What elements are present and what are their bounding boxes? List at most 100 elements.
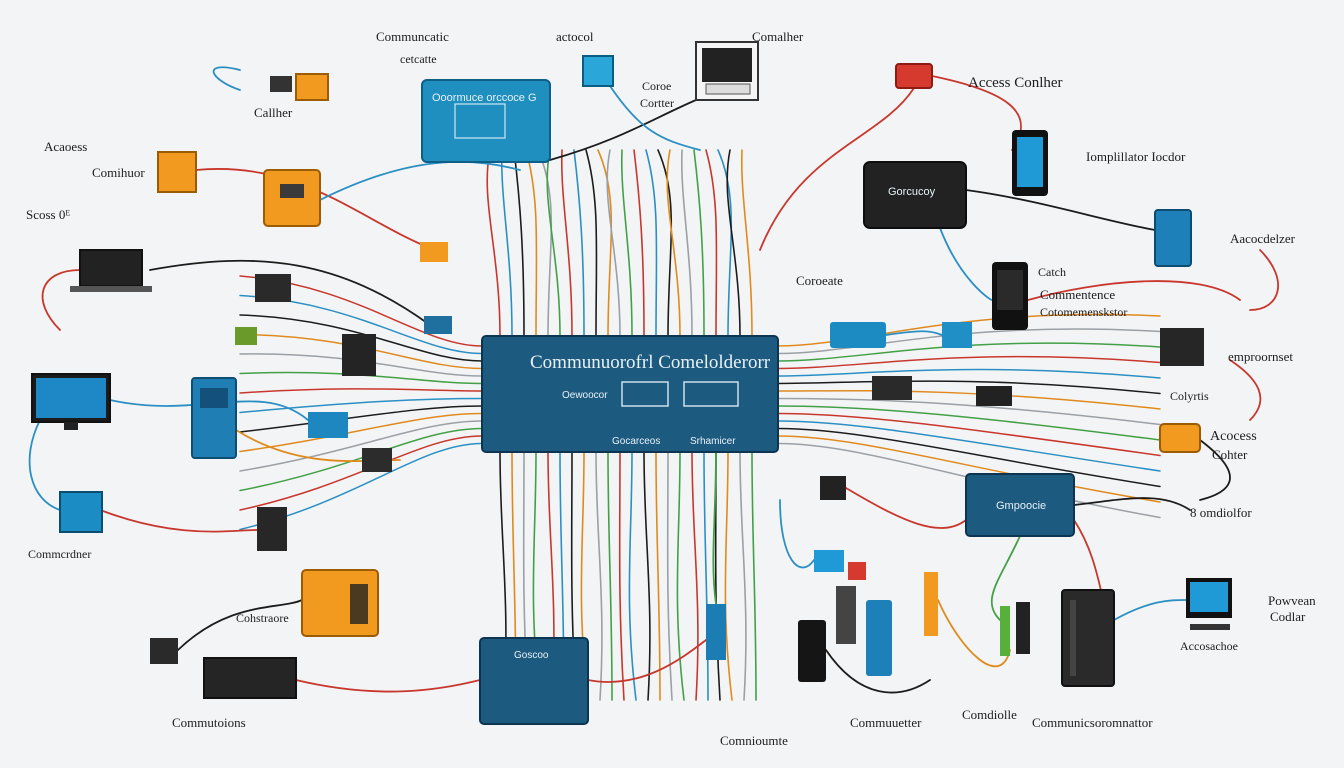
wire-sweep xyxy=(965,189,1156,231)
wire-sweep xyxy=(549,99,697,161)
small-dark-device xyxy=(270,76,292,92)
wire-left xyxy=(239,314,483,362)
wire-sweep xyxy=(1073,497,1191,511)
dark-mid-right-3 xyxy=(820,476,846,500)
wire-up xyxy=(620,149,633,337)
label-cortter: Cortter xyxy=(640,96,674,110)
wire-down xyxy=(628,451,637,701)
wire-sweep xyxy=(177,599,303,651)
green-small-1 xyxy=(235,327,257,345)
central-hub-sub-label: Oewoocor xyxy=(562,390,608,401)
label-commuueter: Commuuetter xyxy=(850,715,922,730)
right-blue-device xyxy=(1154,209,1192,267)
wire-up xyxy=(560,149,573,337)
wire-sweep xyxy=(1027,280,1241,301)
wire-sweep xyxy=(295,679,481,693)
bottom-left-dark xyxy=(150,638,178,664)
wire-up xyxy=(680,149,693,337)
blue-vertical-device-2 xyxy=(706,604,726,660)
left-blue-tall-device xyxy=(191,377,237,459)
wire-down xyxy=(703,451,709,701)
wire-right xyxy=(777,435,1161,503)
wire-up xyxy=(546,149,561,337)
wire-right xyxy=(777,405,1161,441)
central-hub-bottom-right: Srhamicer xyxy=(690,436,736,447)
right-blue-box-label: Gmpoocie xyxy=(996,500,1047,512)
orange-tall-device xyxy=(924,572,938,636)
wire-sweep xyxy=(195,168,431,249)
wire-right xyxy=(777,427,1161,488)
left-small-blue-device xyxy=(59,491,103,533)
wire-up xyxy=(486,149,501,337)
wire-up xyxy=(500,149,513,337)
wire-down xyxy=(607,451,613,701)
label-cotomemenskstor: Cotomemenskstor xyxy=(1040,305,1128,319)
label-comdiolle: Comdiolle xyxy=(962,707,1017,722)
dark-device-1 xyxy=(255,274,291,302)
wire-up xyxy=(666,149,681,337)
wire-sweep xyxy=(759,87,915,251)
wire-down xyxy=(595,451,603,701)
wire-down xyxy=(724,451,733,701)
label-communcesrornater: Communicsoromnattor xyxy=(1032,715,1153,730)
orange-module-left xyxy=(263,169,321,227)
wire-down xyxy=(691,451,699,701)
label-cohstraore: Cohstraore xyxy=(236,611,289,625)
wire-right xyxy=(777,397,1161,426)
gray-device xyxy=(836,586,856,644)
orange-module-bottom xyxy=(301,569,379,637)
small-cyan-device xyxy=(582,55,614,87)
label-acocess: Acocess xyxy=(1210,429,1257,444)
central-hub-bottom-left: Gocarceos xyxy=(612,436,661,447)
dark-mid-right-2 xyxy=(976,386,1012,406)
server-tower-device xyxy=(1061,589,1115,687)
wire-up xyxy=(740,149,753,337)
wire-down xyxy=(739,451,747,701)
wire-sweep xyxy=(1199,439,1231,501)
wire-right xyxy=(777,355,1161,370)
dark-strip-device xyxy=(1016,602,1030,654)
wire-sweep xyxy=(937,599,1011,668)
small-orange-device xyxy=(295,73,329,101)
label-coroe: Coroe xyxy=(642,79,672,93)
wire-sweep xyxy=(149,259,431,326)
wire-sweep xyxy=(885,330,943,336)
wire-sweep xyxy=(990,535,1021,621)
orange-small-1 xyxy=(420,242,448,262)
bottom-phone-device xyxy=(798,620,826,682)
label-access-conlher: Access Conlher xyxy=(968,75,1063,91)
switch-strip-device xyxy=(203,657,297,699)
label-comihuor: Comihuor xyxy=(92,165,145,180)
wire-right xyxy=(777,420,1161,472)
tablet-device xyxy=(1012,130,1048,196)
right-blue-box xyxy=(965,473,1075,537)
label-commutoions: Commutoions xyxy=(172,715,246,730)
wire-right xyxy=(777,389,1161,410)
wire-sweep xyxy=(845,487,967,529)
dark-mid-right-1 xyxy=(872,376,912,400)
label-cohter: Cohter xyxy=(1212,447,1248,462)
label-acaoess: Acaoess xyxy=(44,139,88,154)
wire-sweep xyxy=(28,419,61,511)
wire-right xyxy=(777,328,1161,355)
gateway-box xyxy=(863,161,967,229)
wire-right xyxy=(777,412,1161,457)
label-aacocdelzer: Aacocdelzer xyxy=(1230,231,1295,246)
label-s-omdiolfor: 8 omdiolfor xyxy=(1190,505,1252,520)
label-colyrtis: Colyrtis xyxy=(1170,389,1209,403)
wire-down xyxy=(643,451,651,701)
wire-sweep xyxy=(1229,359,1262,421)
dark-right-device xyxy=(1160,328,1204,366)
wire-sweep xyxy=(587,639,707,683)
blue-vertical-device xyxy=(866,600,892,676)
bottom-right-monitor xyxy=(1186,578,1232,630)
wire-up xyxy=(693,149,705,337)
wire-right xyxy=(777,342,1161,362)
bottom-hub-label: Goscoo xyxy=(514,650,549,661)
wire-left xyxy=(239,353,483,377)
orange-board-left xyxy=(157,151,197,193)
central-hub-box xyxy=(481,335,779,453)
red-module-device xyxy=(895,63,933,89)
